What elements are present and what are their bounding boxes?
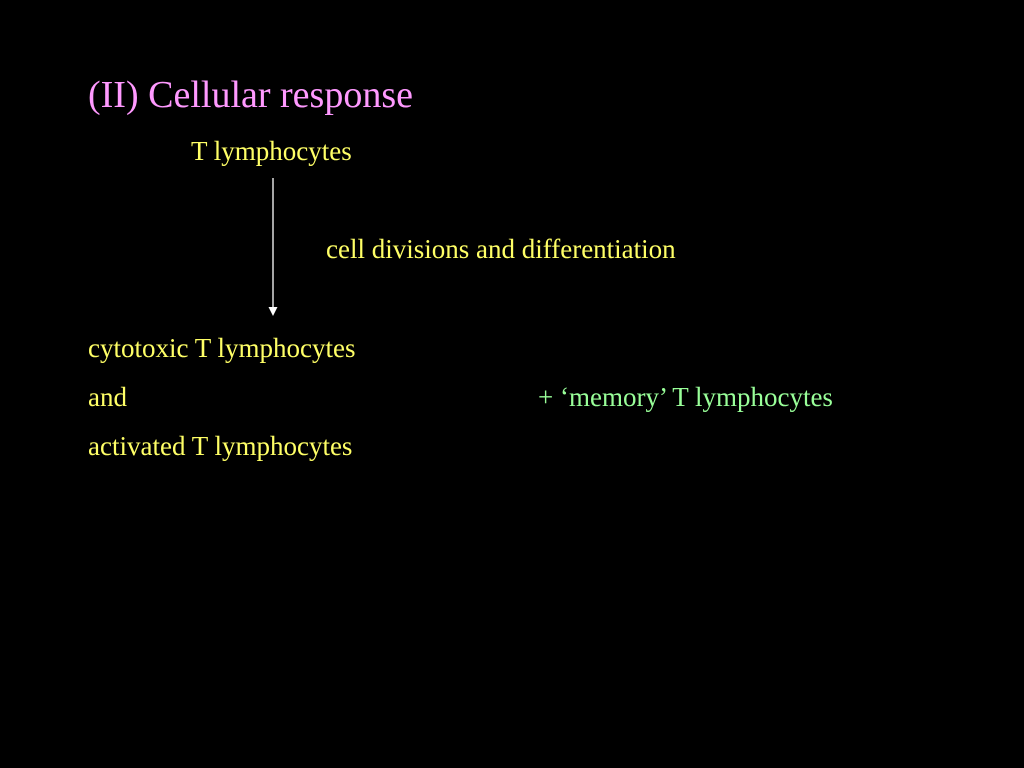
result-cytotoxic: cytotoxic T lymphocytes (88, 333, 356, 363)
down-arrow-icon (268, 178, 278, 316)
memory-label: + ‘memory’ T lymphocytes (538, 382, 833, 412)
result-and: and (88, 382, 127, 412)
result-activated: activated T lymphocytes (88, 431, 353, 461)
process-label: cell divisions and differentiation (326, 234, 676, 264)
source-cell-label: T lymphocytes (191, 136, 352, 166)
slide-title: (II) Cellular response (88, 74, 413, 116)
